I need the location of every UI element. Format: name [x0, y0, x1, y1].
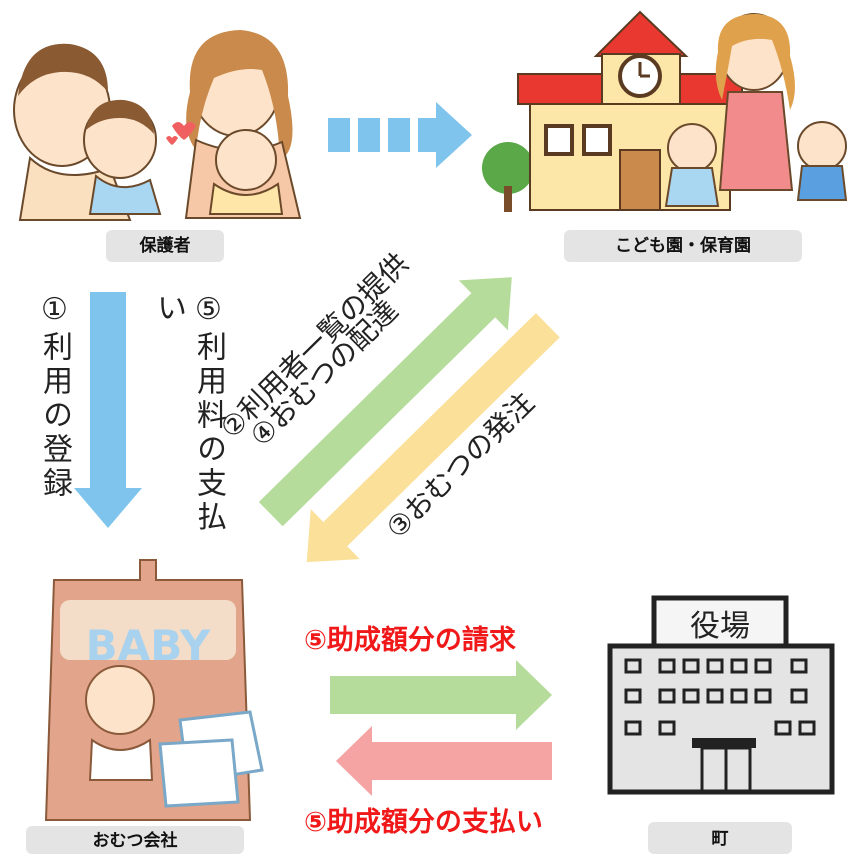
parents-illustration [13, 30, 302, 221]
blue-dashed-arrow [328, 102, 472, 168]
town-office-illustration: 役場 [607, 595, 835, 795]
green-diagonal-arrow [258, 277, 512, 527]
yellow-diagonal-arrow [306, 313, 560, 563]
blue-down-arrow [74, 292, 142, 528]
green-right-arrow [330, 660, 552, 730]
kindergarten-illustration [482, 10, 848, 212]
subsidy-claim-label: ⑤助成額分の請求 [304, 625, 516, 656]
guardian-label: 保護者 [106, 230, 224, 262]
diaper-pack-illustration: BABY [44, 559, 264, 821]
nursery-label: こども園・保育園 [564, 230, 802, 262]
town-label: 町 [648, 822, 792, 854]
pink-left-arrow [336, 726, 552, 796]
subsidy-payment-label: ⑤助成額分の支払い [304, 807, 543, 838]
town-office-sign: 役場 [690, 609, 750, 644]
baby-pack-text: BABY [86, 621, 211, 670]
step-register-label: ①利用の登録 [37, 292, 72, 501]
step-fee-payment-label: ⑤利用料の支払い [151, 292, 226, 535]
diaper-company-label: おむつ会社 [26, 826, 244, 854]
